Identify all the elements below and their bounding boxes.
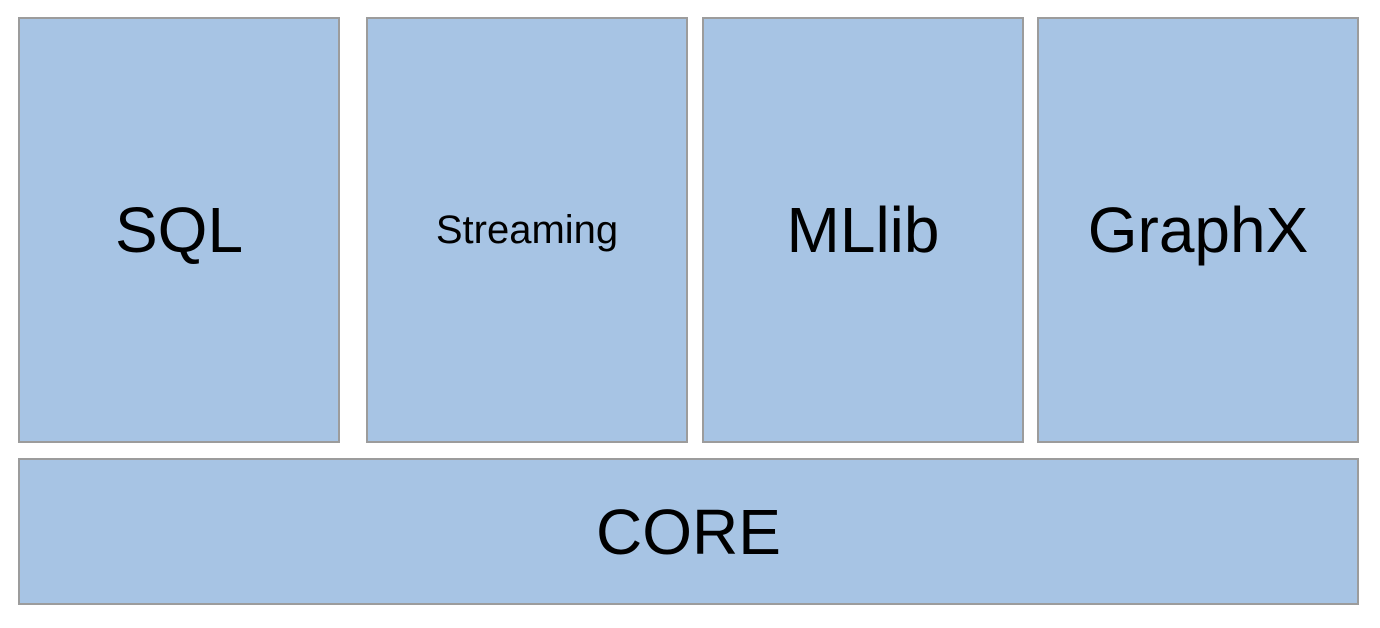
core-layer-label: CORE <box>596 495 781 568</box>
mllib-module-label: MLlib <box>786 194 940 266</box>
graphx-module-box: GraphX <box>1037 17 1359 443</box>
streaming-module-label: Streaming <box>435 208 619 252</box>
streaming-module-box: Streaming <box>366 17 688 443</box>
sql-module-label: SQL <box>114 194 244 266</box>
graphx-module-label: GraphX <box>1087 194 1309 266</box>
mllib-module-box: MLlib <box>702 17 1024 443</box>
core-layer-box: CORE <box>18 458 1359 605</box>
sql-module-box: SQL <box>18 17 340 443</box>
